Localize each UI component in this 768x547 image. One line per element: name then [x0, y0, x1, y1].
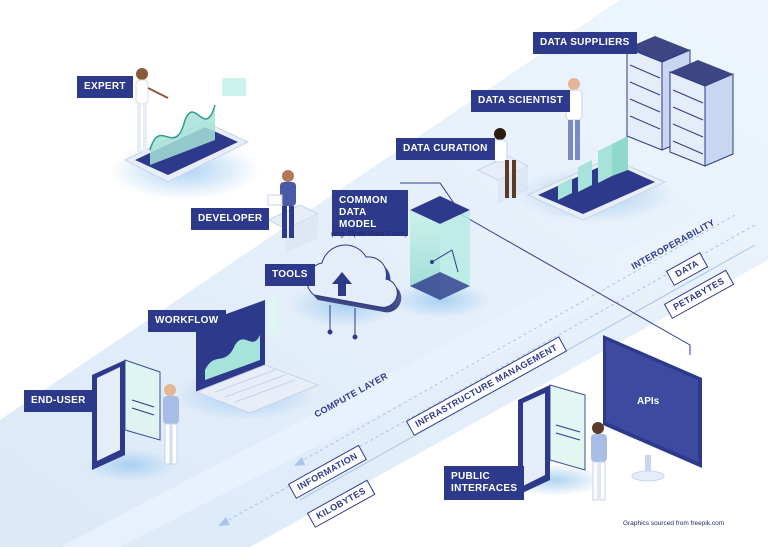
data-cube — [390, 196, 490, 318]
label-expert: EXPERT — [77, 76, 133, 98]
curation-person — [492, 128, 516, 198]
label-workflow: WORKFLOW — [148, 310, 226, 332]
cloud — [290, 244, 402, 340]
public-tablet — [505, 384, 605, 496]
label-common-data-model: COMMON DATA MODEL — [332, 190, 408, 236]
label-data-scientist: DATA SCIENTIST — [471, 90, 571, 112]
label-end-user: END-USER — [24, 390, 93, 412]
end-user-person — [163, 384, 179, 465]
arrow-head-mid — [294, 457, 305, 466]
label-developer: DEVELOPER — [191, 208, 270, 230]
credit-text: Graphics sourced from freepik.com — [623, 520, 725, 527]
label-public-interfaces: PUBLIC INTERFACES — [444, 466, 524, 500]
label-apis: APIs — [637, 396, 660, 407]
public-person — [591, 422, 607, 501]
server-racks — [626, 36, 734, 167]
label-data-curation: DATA CURATION — [396, 138, 495, 160]
arrow-head-low — [218, 517, 230, 526]
label-data-suppliers: DATA SUPPLIERS — [533, 32, 637, 54]
end-user-tablet — [85, 359, 175, 481]
scientist-platform — [515, 136, 675, 223]
note-data-cube: (e.g. Open Data Cube) — [331, 229, 407, 238]
expert-platform — [110, 78, 260, 200]
label-tools: TOOLS — [265, 264, 315, 286]
apis-monitor — [603, 335, 702, 482]
expert-person — [135, 68, 169, 152]
developer-person — [267, 170, 296, 238]
